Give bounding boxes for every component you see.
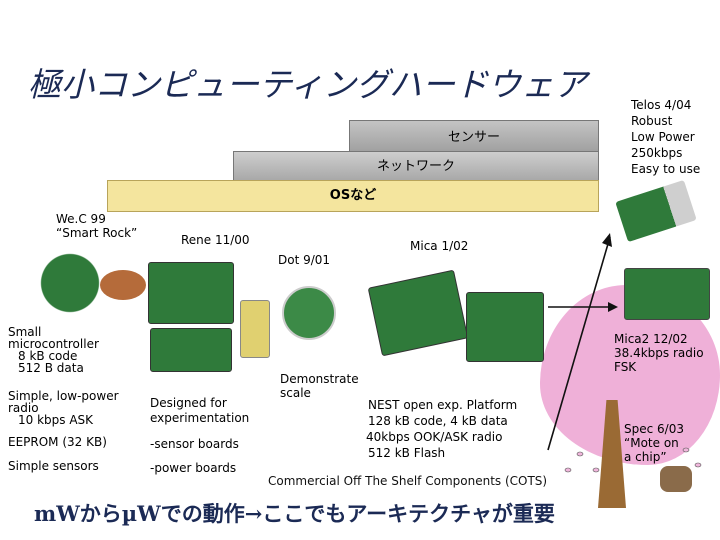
telos-line: 250kbps [631, 146, 683, 160]
spec-text: 10 kbps ASK [18, 413, 94, 427]
mica2-photo [624, 268, 710, 320]
spec-text: Simple, low-power [8, 389, 119, 403]
telos-line: Low Power [631, 130, 695, 144]
coin-photo [100, 270, 146, 300]
cots-caption: Commercial Off The Shelf Components (COT… [268, 474, 548, 488]
spec-text: scale [280, 386, 311, 400]
mica2-title: Mica2 12/02 [614, 332, 688, 346]
spec-chip-photo [660, 466, 692, 492]
mica2-line: FSK [614, 360, 637, 374]
spec-text: 512 B data [18, 361, 84, 375]
spec-text: 128 kB code, 4 kB data [368, 414, 508, 428]
telos-line: Easy to use [631, 162, 701, 176]
wec-name: We.C 99 [56, 212, 106, 226]
sensor-layer-bar: センサー [349, 120, 599, 156]
sensor-layer-label: センサー [447, 130, 500, 145]
spec-text: microcontroller [8, 337, 99, 351]
spec-text: Designed for [150, 396, 227, 410]
telos-line: Robust [631, 114, 673, 128]
mica2-label: Mica2 12/02 38.4kbps radio FSK [614, 332, 704, 374]
radio-specs: Simple, low-power radio 10 kbps ASK [8, 390, 119, 426]
spec-line: a chip” [624, 450, 667, 464]
spec-text: experimentation [150, 411, 250, 425]
rene-photo [148, 262, 234, 324]
spec-line: “Mote on [624, 436, 679, 450]
spec-label: Spec 6/03 “Mote on a chip” [624, 422, 684, 464]
rene-board-photo [150, 328, 232, 372]
rene-battery-photo [240, 300, 270, 358]
falling-petals-icon [564, 447, 702, 473]
telos-title: Telos 4/04 [631, 98, 692, 112]
rene-label: Rene 11/00 [181, 233, 250, 247]
eeprom-spec: EEPROM (32 KB) [8, 435, 107, 449]
spec-title: Spec 6/03 [624, 422, 684, 436]
telos-description: Telos 4/04 Robust Low Power 250kbps Easy… [631, 97, 700, 177]
mica-board-photo [466, 292, 544, 362]
spec-text: NEST open exp. Platform [368, 398, 518, 412]
rene-power-boards: -power boards [150, 461, 237, 475]
spec-text: 40kbps OOK/ASK radio [366, 430, 503, 444]
spec-text: Demonstrate [280, 372, 359, 386]
slide-title: 極小コンピューティングハードウェア [28, 65, 588, 104]
wec-label: We.C 99 “Smart Rock” [56, 212, 137, 240]
mica-specs: NEST open exp. Platform 128 kB code, 4 k… [366, 397, 518, 461]
mica-label: Mica 1/02 [410, 239, 469, 253]
dot-specs: Demonstrate scale [280, 372, 359, 400]
os-layer-label: OSなど [329, 188, 377, 203]
rene-sensor-boards: -sensor boards [150, 437, 239, 451]
small-micro-specs: Small microcontroller 8 kB code 512 B da… [8, 326, 99, 374]
wec-photo [30, 250, 110, 316]
dot-photo [282, 286, 336, 340]
footer-caption: mWからµWでの動作→ここでもアーキテクチャが重要 [34, 501, 555, 526]
spec-text: 8 kB code [18, 349, 78, 363]
spec-text: 512 kB Flash [368, 446, 446, 460]
network-layer-bar: ネットワーク [233, 151, 599, 183]
spec-text: radio [8, 401, 39, 415]
rene-designed-specs: Designed for experimentation [150, 396, 249, 426]
arrows-icon [547, 233, 618, 451]
mica2-line: 38.4kbps radio [614, 346, 704, 360]
dot-label: Dot 9/01 [278, 253, 331, 267]
network-layer-label: ネットワーク [376, 159, 455, 174]
wec-nickname: “Smart Rock” [56, 226, 138, 240]
mica-photo [367, 269, 469, 357]
os-layer-bar: OSなど [107, 180, 599, 212]
spec-text: Small [8, 325, 42, 339]
sensors-spec: Simple sensors [8, 459, 99, 473]
